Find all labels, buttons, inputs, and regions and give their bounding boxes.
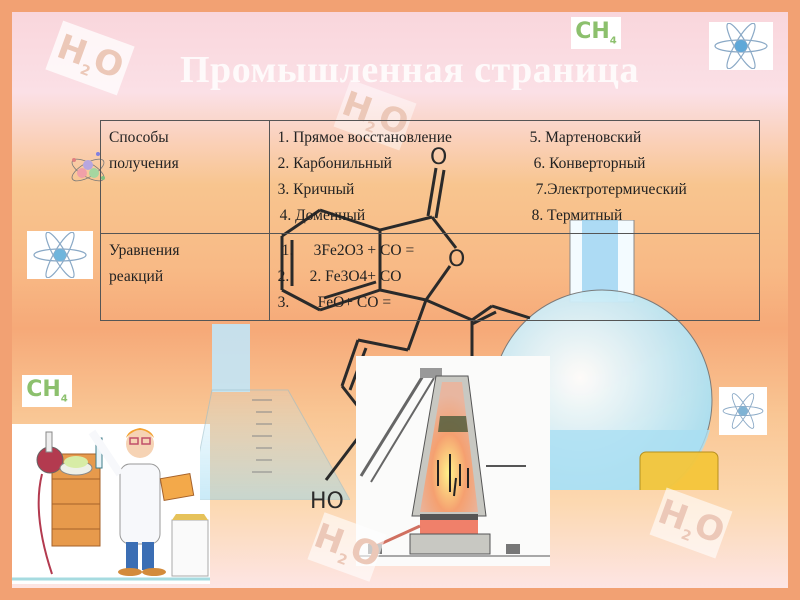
equation-number: 3.	[277, 294, 290, 311]
equation-text: 3Fe2O3 + CO =	[313, 242, 415, 259]
method-row: 1. Прямое восстановление 5. Мартеновский	[278, 125, 751, 151]
atom-sticker-right	[719, 387, 767, 435]
equation-number: 2.	[277, 268, 290, 285]
atom-icon	[722, 393, 764, 429]
ch4-sticker-left: CH4	[22, 375, 72, 407]
method-row: 3. Кричный 7.Электротермический	[278, 177, 751, 203]
equations-label-line2: реакций	[109, 268, 164, 285]
equation-row: 2. 2. Fe3O4+ CO	[278, 264, 751, 290]
atom-sticker-top-right	[709, 22, 773, 70]
method-item: 8. Термитный	[531, 207, 623, 224]
hydroxyl-ho-label: HO	[310, 489, 344, 510]
scientist-icon	[12, 428, 210, 581]
slide-title: Промышленная страница	[180, 49, 639, 91]
equations-cell: 1. 3Fe2O3 + CO = 2. 2. Fe3O4+ CO 3. FeO+…	[268, 233, 761, 321]
production-table: Способы получения 1. Прямое восстановлен…	[100, 120, 761, 321]
method-row: 4. Доменный 8. Термитный	[278, 203, 751, 229]
ch4-icon: CH4	[575, 19, 617, 47]
methods-label-line1: Способы	[109, 129, 169, 146]
ch4-icon: CH4	[26, 377, 68, 405]
equation-row: 3. FeO+ CO =	[278, 290, 751, 316]
conical-flask-illustration	[200, 324, 350, 500]
equation-number: 1.	[281, 242, 294, 259]
method-item: 1. Прямое восстановление	[277, 129, 452, 146]
scientist-illustration	[12, 424, 210, 584]
table-row-equations: Уравнения реакций 1. 3Fe2O3 + CO = 2. 2.…	[100, 233, 761, 321]
method-item: 3. Кричный	[277, 181, 355, 198]
atom-icon	[714, 23, 768, 69]
method-item: 5. Мартеновский	[529, 129, 642, 146]
equations-label-line1: Уравнения	[109, 242, 180, 259]
method-item: 7.Электротермический	[535, 181, 687, 198]
blast-furnace-illustration	[356, 356, 550, 566]
method-item: 4. Доменный	[279, 207, 366, 224]
ch4-sticker-top: CH4	[571, 17, 621, 49]
table-row-methods: Способы получения 1. Прямое восстановлен…	[100, 120, 761, 234]
methods-label-cell: Способы получения	[100, 120, 270, 234]
method-row: 2. Карбонильный 6. Конверторный	[278, 151, 751, 177]
equation-text: FeO+ CO =	[317, 294, 392, 311]
method-item: 2. Карбонильный	[277, 155, 392, 172]
method-item: 6. Конверторный	[533, 155, 646, 172]
methods-label-line2: получения	[109, 155, 179, 172]
atom-sticker-left	[27, 231, 93, 279]
atom-icon	[33, 232, 87, 278]
equations-label-cell: Уравнения реакций	[100, 233, 270, 321]
equation-row: 1. 3Fe2O3 + CO =	[278, 238, 751, 264]
methods-list-cell: 1. Прямое восстановление 5. Мартеновский…	[268, 120, 761, 234]
equation-text: 2. Fe3O4+ CO	[309, 268, 402, 285]
